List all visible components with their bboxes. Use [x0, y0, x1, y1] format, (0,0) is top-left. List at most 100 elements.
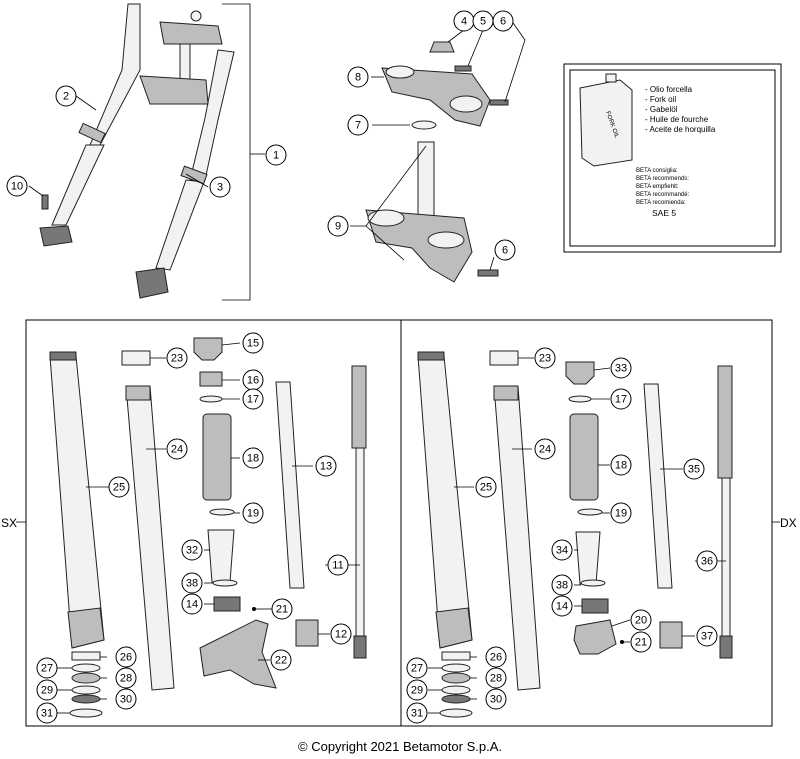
callout-L18: 18 [242, 447, 264, 469]
oil-grade: SAE 5 [652, 208, 676, 218]
callout-number: 10 [11, 181, 23, 193]
callout-circle [209, 176, 231, 198]
callout-number: 23 [539, 353, 551, 365]
callout-c2: 2 [55, 85, 77, 107]
callout-L19: 19 [242, 502, 264, 524]
callout-number: 21 [276, 604, 288, 616]
callout-R33: 33 [610, 357, 632, 379]
callout-number: 7 [355, 120, 361, 132]
callout-number: 31 [41, 708, 53, 720]
callout-circle [551, 539, 573, 561]
side-label-right: DX [780, 516, 797, 530]
callout-circle [630, 609, 652, 631]
callout-number: 34 [556, 545, 568, 557]
callout-number: 23 [171, 353, 183, 365]
callout-number: 8 [355, 72, 361, 84]
callout-circle [271, 598, 293, 620]
callout-number: 38 [556, 580, 568, 592]
fork-oil-box: FORK OIL - Olio forcella - Fork oil - Ga… [563, 63, 782, 253]
oil-can-icon: FORK OIL [579, 73, 633, 167]
fork-leg-left [39, 3, 141, 247]
recommend-it: BETA consiglia: [636, 168, 678, 174]
callout-R37: 37 [696, 625, 718, 647]
callout-circle [696, 625, 718, 647]
callout-L27: 27 [36, 657, 58, 679]
recommend-de: BETA empfiehlt: [636, 184, 679, 190]
callout-circle [406, 679, 428, 701]
callout-L30: 30 [115, 688, 137, 710]
callout-circle [181, 593, 203, 615]
callout-number: 29 [411, 685, 423, 697]
callout-number: 28 [490, 673, 502, 685]
fork-leg-right [135, 49, 235, 299]
callout-number: 4 [461, 16, 467, 28]
callout-number: 25 [480, 482, 492, 494]
callout-circle [683, 458, 705, 480]
callout-R29: 29 [406, 679, 428, 701]
callout-circle [330, 623, 352, 645]
callout-circle [265, 144, 287, 166]
callout-L12: 12 [330, 623, 352, 645]
oil-label-it: - Olio forcella [645, 85, 693, 94]
callout-number: 5 [480, 16, 486, 28]
callout-R25: 25 [475, 476, 497, 498]
callout-circle [347, 114, 369, 136]
callout-R18: 18 [610, 454, 632, 476]
callout-number: 35 [688, 464, 700, 476]
callout-number: 21 [635, 637, 647, 649]
callout-number: 18 [247, 453, 259, 465]
callout-number: 31 [411, 708, 423, 720]
callout-R20: 20 [630, 609, 652, 631]
callout-number: 19 [247, 508, 259, 520]
part-21-dot-right [620, 640, 624, 644]
callout-c3: 3 [209, 176, 231, 198]
callout-c10: 10 [6, 175, 28, 197]
callout-R38: 38 [551, 574, 573, 596]
callout-number: 17 [615, 394, 627, 406]
callout-R19: 19 [610, 502, 632, 524]
callout-circle [485, 667, 507, 689]
screw-10 [28, 185, 49, 210]
callout-R34: 34 [551, 539, 573, 561]
callout-number: 30 [490, 694, 502, 706]
callout-number: 3 [217, 182, 223, 194]
callout-R14: 14 [551, 595, 573, 617]
callout-number: 17 [247, 394, 259, 406]
callout-c7: 7 [347, 114, 369, 136]
recommend-en: BETA recommends: [636, 176, 689, 182]
callout-number: 6 [500, 16, 506, 28]
callout-R27: 27 [406, 657, 428, 679]
callout-circle [534, 438, 556, 460]
callout-number: 6 [502, 245, 508, 257]
callout-circle [242, 332, 264, 354]
side-label-left: SX [1, 516, 17, 530]
callout-number: 38 [186, 578, 198, 590]
recommend-es: BETA recomienda: [636, 200, 686, 206]
callout-circle [610, 388, 632, 410]
callout-circle [242, 502, 264, 524]
callout-circle [55, 85, 77, 107]
callout-c6a: 6 [492, 10, 514, 32]
callout-circle [242, 388, 264, 410]
callout-number: 2 [63, 91, 69, 103]
callout-L23: 23 [166, 347, 188, 369]
callout-number: 25 [113, 482, 125, 494]
part-21-dot [252, 607, 256, 611]
callout-R36: 36 [696, 550, 718, 572]
callout-L14: 14 [181, 593, 203, 615]
callout-circle [166, 347, 188, 369]
callout-circle [406, 702, 428, 724]
callout-c4: 4 [453, 10, 475, 32]
callout-circle [347, 66, 369, 88]
callout-circle [485, 646, 507, 668]
callout-number: 24 [539, 444, 551, 456]
callout-circle [327, 554, 349, 576]
callout-number: 26 [490, 652, 502, 664]
callout-circle [494, 239, 516, 261]
callout-circle [115, 688, 137, 710]
callout-L16: 16 [242, 369, 264, 391]
oil-label-de: - Gabelöl [645, 105, 678, 114]
callout-R30: 30 [485, 688, 507, 710]
